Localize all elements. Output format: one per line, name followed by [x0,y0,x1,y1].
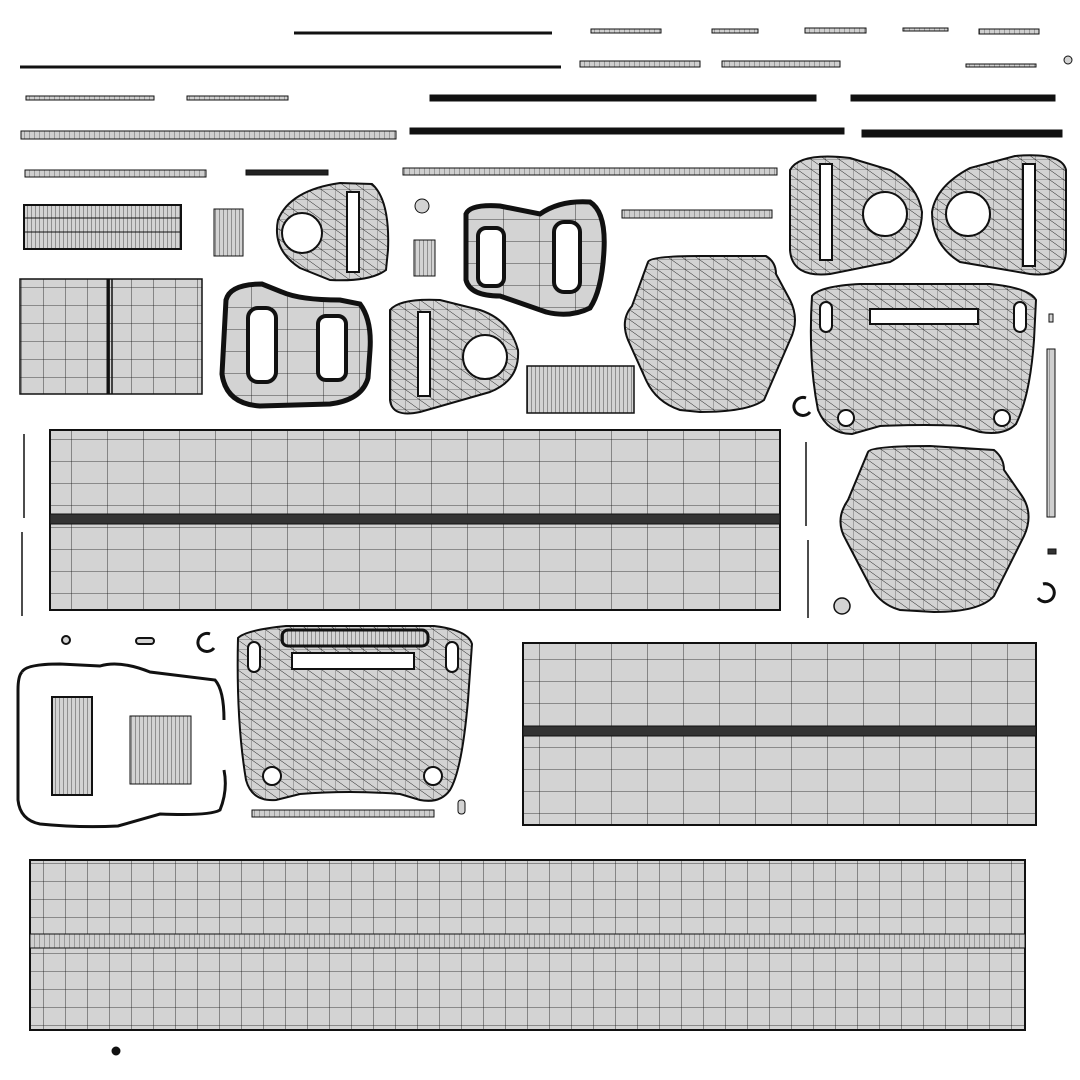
pad-pieces [219,199,635,414]
vertical-strips [21,313,1057,618]
backrests [236,283,1038,802]
pull-tabs [276,154,1067,415]
seat-shells [623,255,1030,614]
top-strips [20,27,1073,178]
long-panels [29,429,1037,1031]
small-blocks [19,198,773,395]
frame-outline [16,662,466,829]
small-rings [61,395,1056,1056]
